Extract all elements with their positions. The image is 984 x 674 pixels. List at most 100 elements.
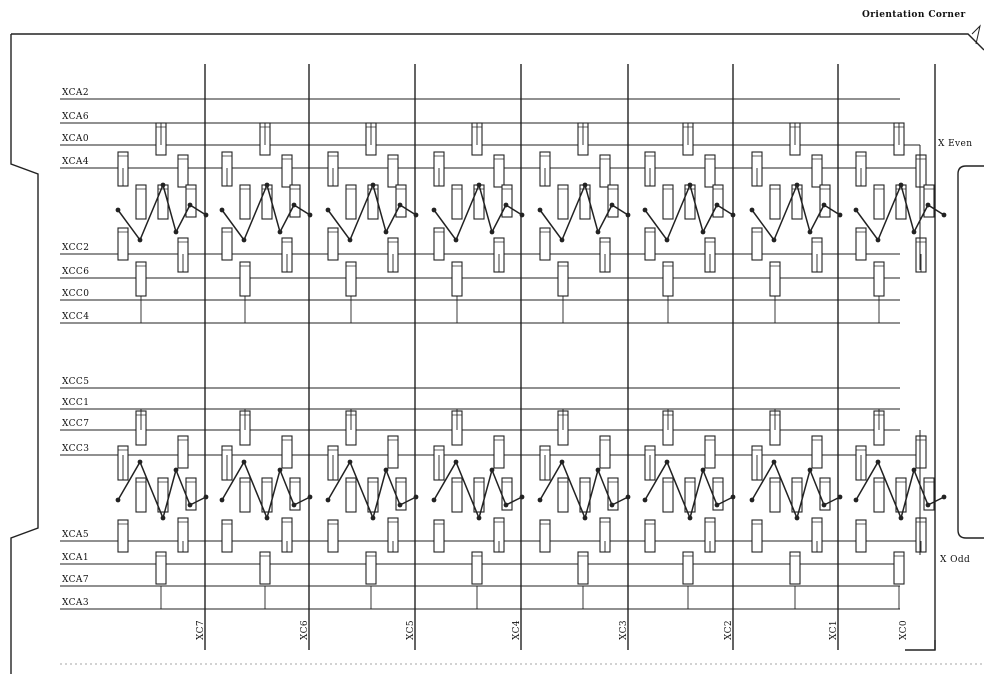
component-bottom-5-5	[644, 519, 656, 553]
solder-dot-bottom-0-5	[203, 494, 209, 500]
solder-dot-top-4-0	[537, 207, 543, 213]
solder-dot-bottom-6-1	[771, 459, 777, 465]
solder-dot-bottom-5-3	[700, 467, 706, 473]
solder-dot-top-2-3	[383, 229, 389, 235]
component-top-3-7	[451, 261, 463, 297]
solder-dot-bottom-2-4	[397, 502, 403, 508]
solder-dot-bottom-4-5	[625, 494, 631, 500]
column-label-2: XC5	[406, 620, 416, 640]
component-top-0-3	[135, 184, 147, 220]
component-top-5-5	[644, 227, 656, 261]
component-top-5-4	[684, 184, 696, 220]
component-bottom-6-5	[751, 519, 763, 553]
component-top-2-8	[395, 184, 407, 218]
zigzag-bottom-1	[221, 460, 311, 521]
solder-dot-bottom-2-3	[383, 467, 389, 473]
component-bottom-7-4	[895, 477, 907, 513]
component-top-6-4	[791, 184, 803, 220]
solder-dot-top-5-0	[642, 207, 648, 213]
solder-dot-top-0-3	[173, 229, 179, 235]
component-bottom-2-4	[367, 477, 379, 513]
zigzag-top-6	[751, 182, 841, 242]
solder-dot-top-4-4	[609, 202, 615, 208]
solder-dot-top-2-4	[397, 202, 403, 208]
component-bottom-1-5	[221, 519, 233, 553]
component-bottom-6-2	[811, 435, 823, 469]
cell-group-bottom-6	[749, 409, 843, 609]
cell-group-bottom-3	[431, 409, 525, 609]
solder-dot-top-0-1	[137, 237, 143, 243]
component-top-0-2	[177, 154, 189, 188]
solder-dot-top-1-0	[219, 207, 225, 213]
component-top-2-5	[327, 227, 339, 261]
solder-dot-top-4-1	[559, 237, 565, 243]
solder-dot-top-3-4	[503, 202, 509, 208]
component-top-5-7	[662, 261, 674, 297]
zigzag-top-2	[327, 182, 417, 242]
cell-group-bottom-1	[219, 409, 313, 609]
zigzag-top-1	[221, 182, 311, 242]
component-top-4-3	[557, 184, 569, 220]
component-bottom-7-7	[893, 551, 905, 585]
component-top-2-2	[387, 154, 399, 188]
zigzag-top-5	[644, 182, 734, 242]
column-label-0: XC7	[196, 620, 206, 640]
component-top-2-3	[345, 184, 357, 220]
component-top-5-2	[704, 154, 716, 188]
solder-dot-top-6-2	[794, 182, 800, 188]
solder-dot-top-0-5	[203, 212, 209, 218]
solder-dot-bottom-1-2	[264, 515, 270, 521]
component-bottom-1-4	[261, 477, 273, 513]
column-labels: XC7 XC6 XC5 XC4 XC3 XC2 XC1 XC0	[196, 620, 909, 640]
solder-dot-top-1-4	[291, 202, 297, 208]
component-top-1-3	[239, 184, 251, 220]
line-label-top-5: XCC6	[62, 267, 89, 277]
solder-dot-bottom-2-5	[413, 494, 419, 500]
line-label-bottom-3: XCC3	[62, 444, 89, 454]
column-label-5: XC2	[724, 620, 734, 640]
cell-group-bottom-0	[115, 409, 209, 609]
solder-dot-top-1-3	[277, 229, 283, 235]
cell-group-top-4	[537, 122, 631, 323]
diode-cell-groups	[115, 122, 947, 609]
zigzag-bottom-3	[433, 460, 523, 521]
component-top-4-2	[599, 154, 611, 188]
cell-group-bottom-4	[537, 409, 631, 609]
line-label-bottom-6: XCA7	[62, 575, 89, 585]
solder-dot-bottom-1-3	[277, 467, 283, 473]
solder-dot-top-1-5	[307, 212, 313, 218]
component-bottom-4-5	[539, 519, 551, 553]
solder-dot-bottom-3-4	[503, 502, 509, 508]
solder-dot-top-4-2	[582, 182, 588, 188]
solder-dot-bottom-0-0	[115, 497, 121, 503]
line-label-bottom-1: XCC1	[62, 398, 89, 408]
solder-dot-bottom-3-2	[476, 515, 482, 521]
component-top-2-7	[345, 261, 357, 297]
line-label-bottom-7: XCA3	[62, 598, 89, 608]
line-label-bottom-5: XCA1	[62, 553, 89, 563]
component-bottom-0-4	[157, 477, 169, 513]
solder-dot-top-1-2	[264, 182, 270, 188]
solder-dot-top-2-1	[347, 237, 353, 243]
line-label-top-3: XCA4	[62, 157, 89, 167]
component-bottom-0-2	[177, 435, 189, 469]
component-top-5-3	[662, 184, 674, 220]
component-bottom-2-2	[387, 435, 399, 469]
line-label-top-6: XCC0	[62, 289, 89, 299]
solder-dot-top-0-2	[160, 182, 166, 188]
component-bottom-7-5	[855, 519, 867, 553]
solder-dot-bottom-6-0	[749, 497, 755, 503]
solder-dot-top-3-0	[431, 207, 437, 213]
solder-dot-bottom-4-2	[582, 515, 588, 521]
vertical-column-lines	[204, 64, 936, 651]
solder-dot-top-6-5	[837, 212, 843, 218]
cell-group-bottom-7	[853, 409, 947, 609]
solder-dot-bottom-0-1	[137, 459, 143, 465]
board-outline	[10, 24, 984, 674]
solder-dot-bottom-1-1	[241, 459, 247, 465]
solder-dot-top-6-3	[807, 229, 813, 235]
line-label-top-0: XCA2	[62, 88, 89, 98]
component-bottom-3-3	[451, 477, 463, 513]
zigzag-bottom-6	[751, 460, 841, 521]
